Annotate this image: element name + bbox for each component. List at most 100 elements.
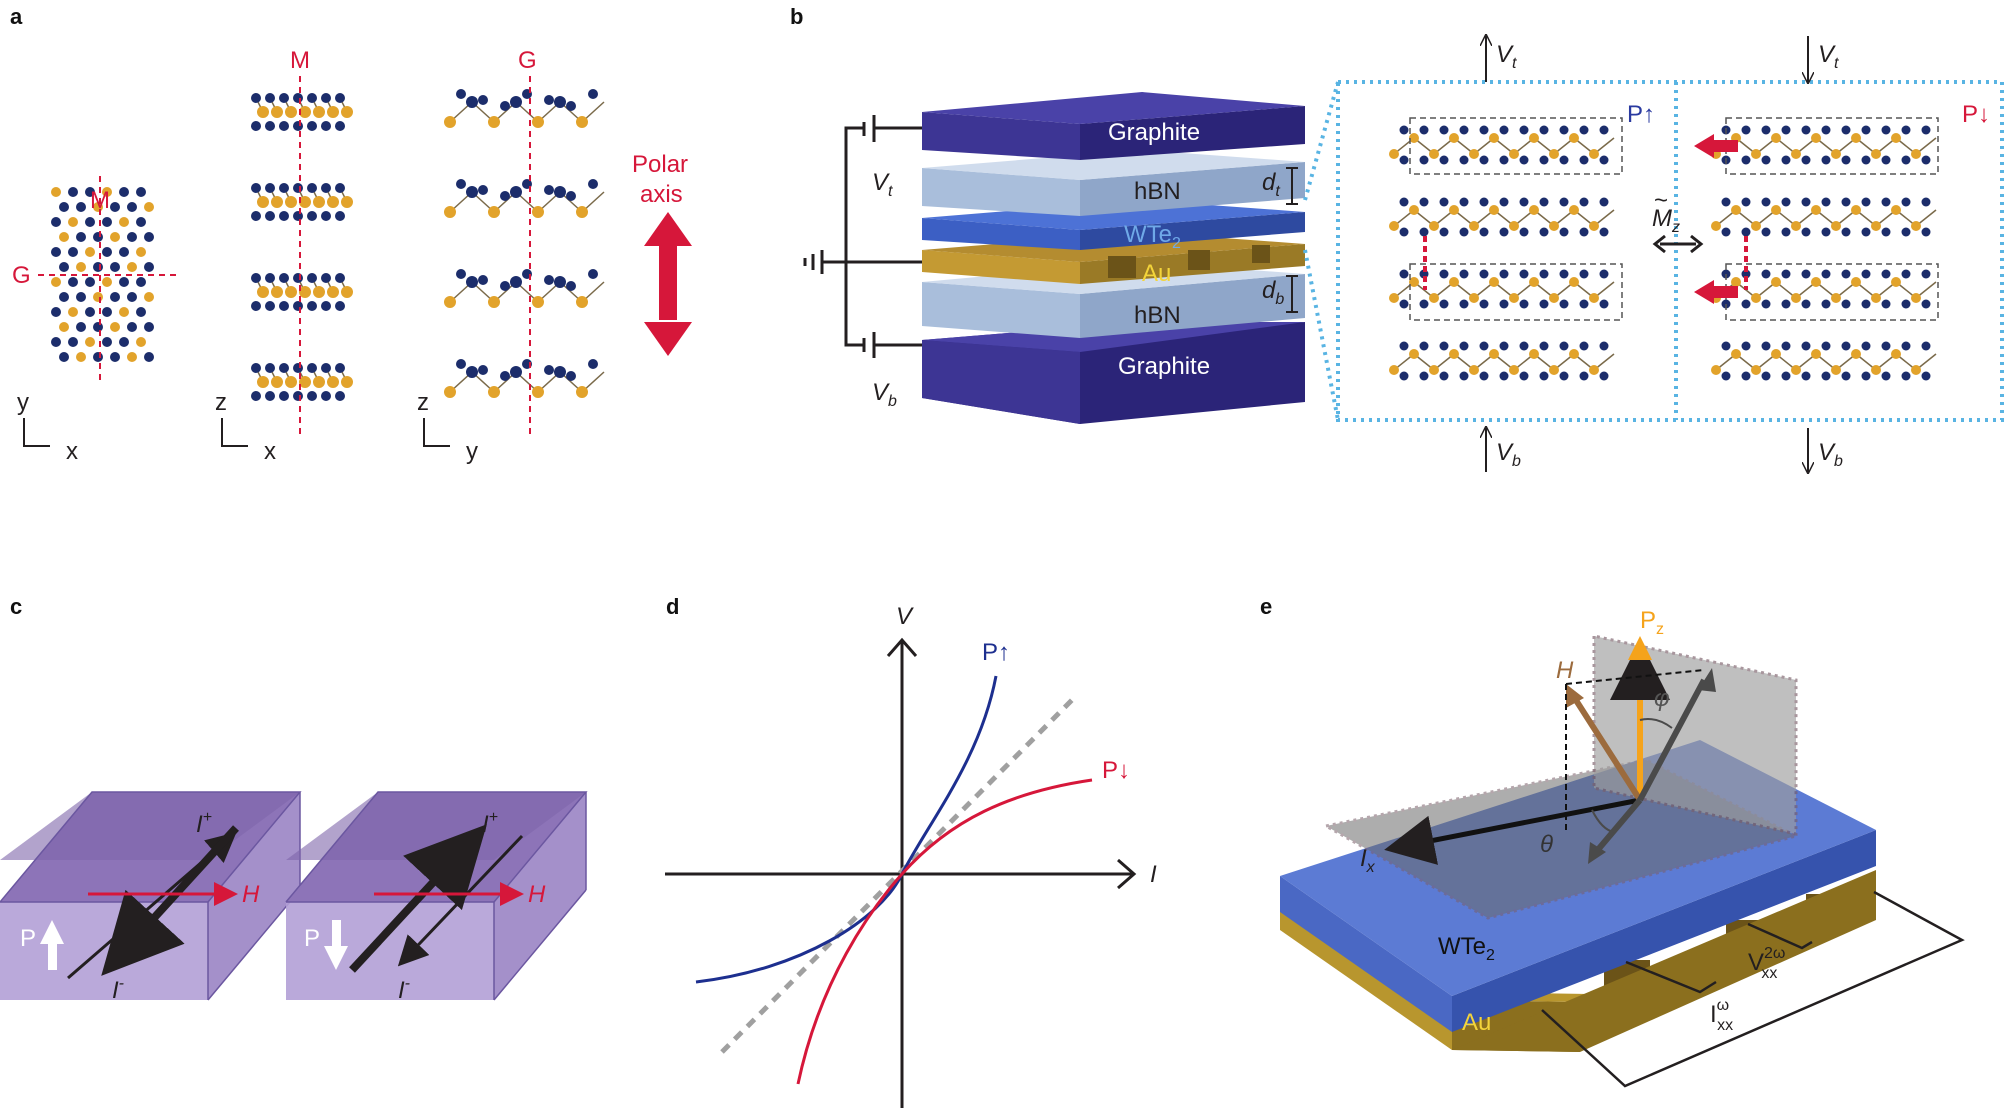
- polar-axis-label-1: Polar: [632, 151, 688, 178]
- atom: [532, 296, 544, 308]
- atom: [127, 352, 137, 362]
- atom: [327, 196, 339, 208]
- atom: [144, 292, 154, 302]
- atom: [1921, 197, 1931, 207]
- atom: [313, 196, 325, 208]
- atom: [1791, 293, 1801, 303]
- atom: [321, 363, 331, 373]
- atom: [1579, 341, 1589, 351]
- atom: [488, 206, 500, 218]
- layer-au: Au: [1142, 260, 1171, 287]
- atom: [1801, 197, 1811, 207]
- atom: [1741, 227, 1751, 237]
- atom: [1851, 277, 1861, 287]
- atom: [1791, 221, 1801, 231]
- atom: [251, 363, 261, 373]
- atom: [68, 247, 78, 257]
- atom: [1479, 125, 1489, 135]
- atom: [1539, 341, 1549, 351]
- atom: [265, 183, 275, 193]
- atom: [1841, 155, 1851, 165]
- pz-arrowhead: [1628, 636, 1652, 660]
- atom: [119, 247, 129, 257]
- atom: [265, 273, 275, 283]
- atom: [293, 211, 303, 221]
- atom: [1841, 371, 1851, 381]
- atom: [1841, 125, 1851, 135]
- layer-wte2: WTe2: [1124, 221, 1181, 252]
- atom: [1479, 227, 1489, 237]
- atom: [510, 186, 522, 198]
- atom: [1419, 341, 1429, 351]
- atom: [1459, 155, 1469, 165]
- mirror-arrow: [1652, 234, 1704, 254]
- atom: [576, 386, 588, 398]
- atom: [1831, 365, 1841, 375]
- atom: [76, 352, 86, 362]
- atom: [1559, 299, 1569, 309]
- atom: [1559, 227, 1569, 237]
- atom: [335, 211, 345, 221]
- atom: [1811, 349, 1821, 359]
- mirror-label: Mz: [1652, 205, 1680, 236]
- atom: [1449, 133, 1459, 143]
- atom: [1771, 277, 1781, 287]
- h-label-right: H: [528, 881, 546, 908]
- atom: [466, 366, 478, 378]
- atom: [313, 286, 325, 298]
- p-label-right: P: [304, 925, 320, 952]
- atom: [335, 273, 345, 283]
- atom: [566, 101, 576, 111]
- label-g-a3: G: [518, 47, 537, 74]
- polar-axis-label-2: axis: [640, 181, 683, 208]
- atom: [1881, 371, 1891, 381]
- dt-label: dt: [1262, 169, 1280, 200]
- axis-v-label: V: [896, 603, 914, 630]
- atom: [456, 89, 466, 99]
- atom: [102, 187, 112, 197]
- atom: [488, 296, 500, 308]
- atom: [1811, 277, 1821, 287]
- atom: [1821, 197, 1831, 207]
- atom: [1761, 155, 1771, 165]
- atom: [1801, 227, 1811, 237]
- atom: [1901, 227, 1911, 237]
- atom: [1439, 125, 1449, 135]
- atom: [85, 247, 95, 257]
- atom: [1539, 299, 1549, 309]
- atom: [251, 211, 261, 221]
- atom: [1569, 205, 1579, 215]
- atom: [293, 363, 303, 373]
- atom: [1419, 227, 1429, 237]
- atom: [1851, 205, 1861, 215]
- ix-arrow: [1384, 797, 1641, 865]
- atom: [1861, 299, 1871, 309]
- ix-label: Ix: [1360, 845, 1376, 876]
- atom: [1479, 371, 1489, 381]
- atom: [1599, 155, 1609, 165]
- atom: [1519, 341, 1529, 351]
- atom: [85, 277, 95, 287]
- atom: [1751, 365, 1761, 375]
- atom: [321, 273, 331, 283]
- atom: [136, 307, 146, 317]
- atom: [144, 352, 154, 362]
- atom: [1399, 269, 1409, 279]
- atom: [279, 301, 289, 311]
- atom: [265, 301, 275, 311]
- pol-up-label: P↑: [1627, 101, 1655, 128]
- atom: [285, 376, 297, 388]
- atom: [1921, 125, 1931, 135]
- iminus-label-left: I-: [112, 975, 124, 1004]
- atom: [1871, 149, 1881, 159]
- atom: [293, 183, 303, 193]
- atom: [1921, 269, 1931, 279]
- atom: [59, 322, 69, 332]
- atom: [510, 96, 522, 108]
- atom: [307, 363, 317, 373]
- atom: [1549, 365, 1559, 375]
- atom: [51, 217, 61, 227]
- polarization-up-arrow: [40, 920, 64, 970]
- atom: [1761, 299, 1771, 309]
